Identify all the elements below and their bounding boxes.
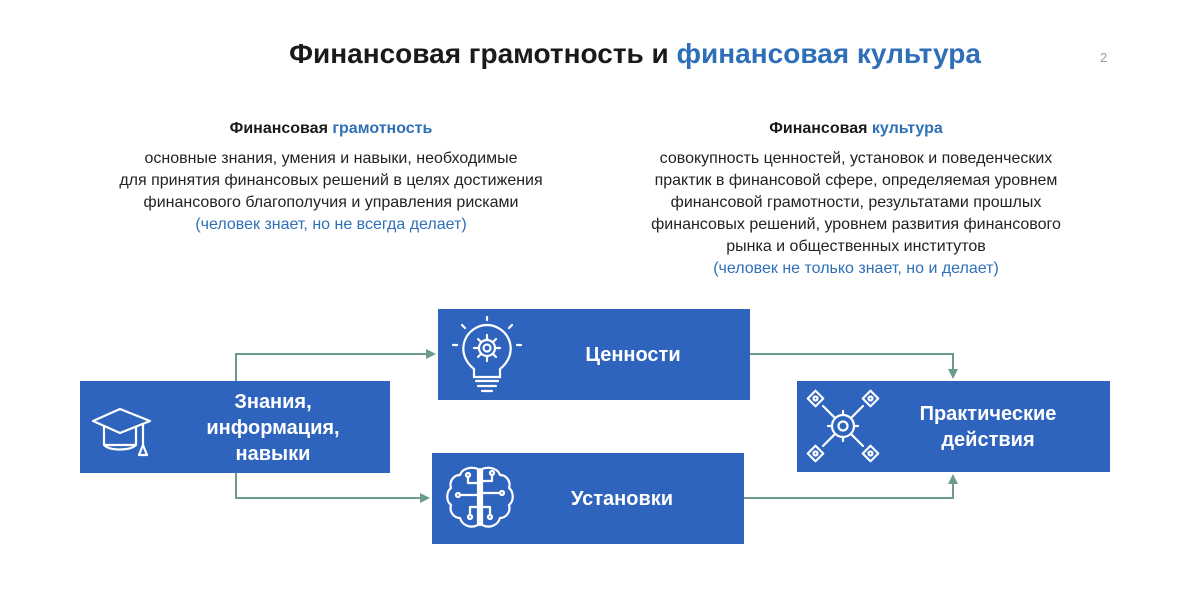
culture-line: рынка и общественных институтов xyxy=(726,238,986,255)
actions-label-line: Практические xyxy=(919,403,1057,425)
literacy-line: для принятия финансовых решений в целях … xyxy=(119,172,543,189)
values-label: Ценности xyxy=(585,344,681,366)
lightbulb-gear-icon xyxy=(450,315,524,401)
gear-network-icon xyxy=(803,386,883,472)
actions-box: Практические действия xyxy=(797,381,1110,472)
attitudes-box: Установки xyxy=(432,453,744,544)
culture-heading-part-1: Финансовая xyxy=(769,120,872,137)
attitudes-label: Установки xyxy=(570,488,674,510)
culture-line: финансовых решений, уровнем развития фин… xyxy=(651,216,1061,233)
culture-definition: Финансовая культура совокупность ценност… xyxy=(600,118,1112,280)
knowledge-box: Знания, информация, навыки xyxy=(80,381,390,473)
arrow-attitudes-to-actions xyxy=(744,474,958,499)
graduation-cap-icon xyxy=(88,395,158,471)
knowledge-label-line: информация, xyxy=(206,417,340,439)
title-part-2: финансовая культура xyxy=(676,38,981,69)
brain-circuit-icon xyxy=(442,461,518,543)
literacy-heading-part-1: Финансовая xyxy=(229,120,333,137)
literacy-description: основные знания, умения и навыки, необхо… xyxy=(75,148,587,214)
literacy-line: основные знания, умения и навыки, необхо… xyxy=(144,150,518,167)
literacy-definition: Финансовая грамотность основные знания, … xyxy=(75,118,587,236)
arrow-knowledge-to-attitudes xyxy=(235,473,430,503)
culture-description: совокупность ценностей, установок и пове… xyxy=(600,148,1112,258)
arrow-values-to-actions xyxy=(750,353,958,379)
slide-number: 2 xyxy=(1100,50,1108,65)
values-box: Ценности xyxy=(438,309,750,400)
literacy-heading: Финансовая грамотность xyxy=(75,118,587,140)
actions-label-line: действия xyxy=(941,429,1035,451)
culture-line: практик в финансовой сфере, определяемая… xyxy=(654,172,1058,189)
knowledge-label-line: навыки xyxy=(235,443,311,465)
culture-note: (человек не только знает, но и делает) xyxy=(713,260,999,277)
culture-line: совокупность ценностей, установок и пове… xyxy=(659,150,1053,167)
culture-heading: Финансовая культура xyxy=(600,118,1112,140)
title-part-1: Финансовая грамотность и xyxy=(289,38,677,69)
arrow-knowledge-to-values xyxy=(235,349,436,381)
culture-heading-part-2: культура xyxy=(871,120,943,137)
slide-title: Финансовая грамотность и финансовая куль… xyxy=(0,38,1200,70)
culture-line: финансовой грамотности, результатами про… xyxy=(670,194,1042,211)
literacy-note: (человек знает, но не всегда делает) xyxy=(195,216,467,233)
actions-label: Практические действия xyxy=(877,401,1099,453)
knowledge-label-line: Знания, xyxy=(234,391,312,413)
knowledge-label: Знания, информация, навыки xyxy=(168,389,378,467)
literacy-heading-part-2: грамотность xyxy=(332,120,433,137)
literacy-line: финансового благополучия и управления ри… xyxy=(143,194,519,211)
